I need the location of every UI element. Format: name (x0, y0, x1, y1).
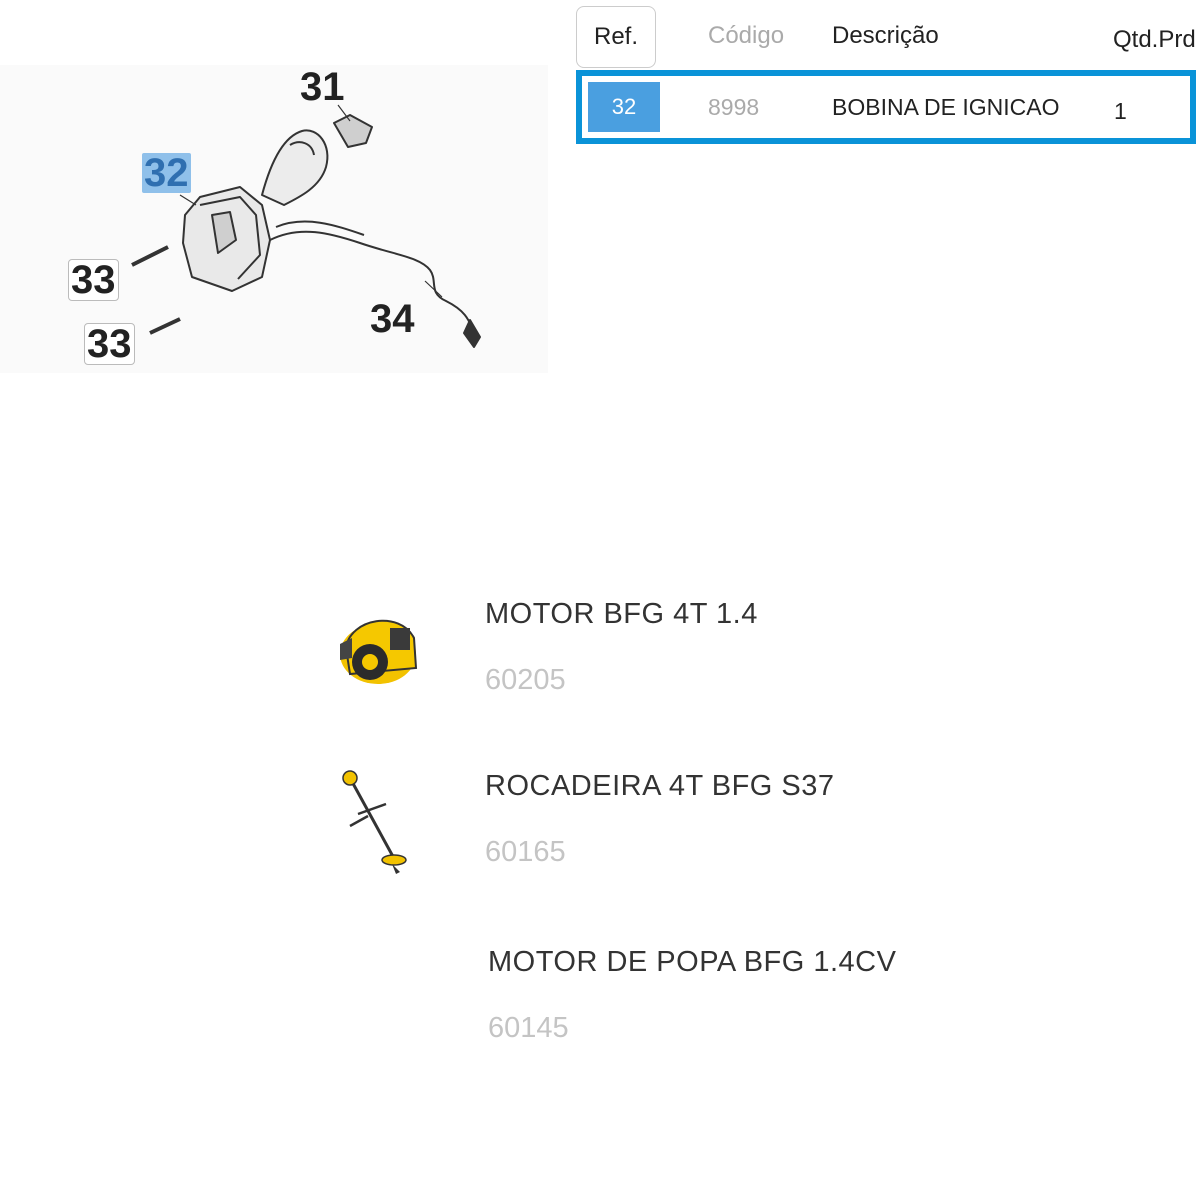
row-ref: 32 (588, 82, 660, 132)
header-ref[interactable]: Ref. (576, 6, 656, 68)
callout-34[interactable]: 34 (370, 297, 415, 341)
parts-diagram: 31 32 33 33 34 (0, 65, 548, 373)
product-code: 60145 (488, 1012, 569, 1044)
row-code: 8998 (708, 94, 760, 120)
product-item[interactable]: ROCADEIRA 4T BFG S37 60165 (330, 770, 1030, 900)
callout-32[interactable]: 32 (142, 151, 191, 195)
brushcutter-thumbnail (342, 770, 407, 874)
ignition-assembly-drawing (131, 104, 481, 348)
product-name[interactable]: ROCADEIRA 4T BFG S37 (485, 770, 835, 802)
table-row-selected[interactable]: 32 8998 BOBINA DE IGNICAO 1 (576, 70, 1196, 144)
callout-33[interactable]: 33 (84, 323, 135, 365)
callout-33[interactable]: 33 (68, 259, 119, 301)
parts-table: Ref. Código Descrição Qtd.Prd 32 8998 BO… (576, 6, 1200, 146)
engine-thumbnail (340, 619, 418, 684)
row-qty: 1 (1114, 98, 1127, 124)
product-thumbnail-empty (330, 946, 426, 1056)
product-code: 60165 (485, 836, 566, 868)
row-description: BOBINA DE IGNICAO (832, 94, 1060, 120)
header-description[interactable]: Descrição (832, 22, 939, 49)
product-item[interactable]: MOTOR BFG 4T 1.4 60205 (330, 598, 1030, 728)
product-code: 60205 (485, 664, 566, 696)
callout-31[interactable]: 31 (300, 65, 345, 109)
product-name[interactable]: MOTOR BFG 4T 1.4 (485, 598, 758, 630)
header-code[interactable]: Código (708, 22, 785, 49)
header-qty[interactable]: Qtd.Prd (1113, 26, 1196, 53)
product-name[interactable]: MOTOR DE POPA BFG 1.4CV (488, 946, 897, 978)
product-item[interactable]: MOTOR DE POPA BFG 1.4CV 60145 (330, 946, 1030, 1076)
